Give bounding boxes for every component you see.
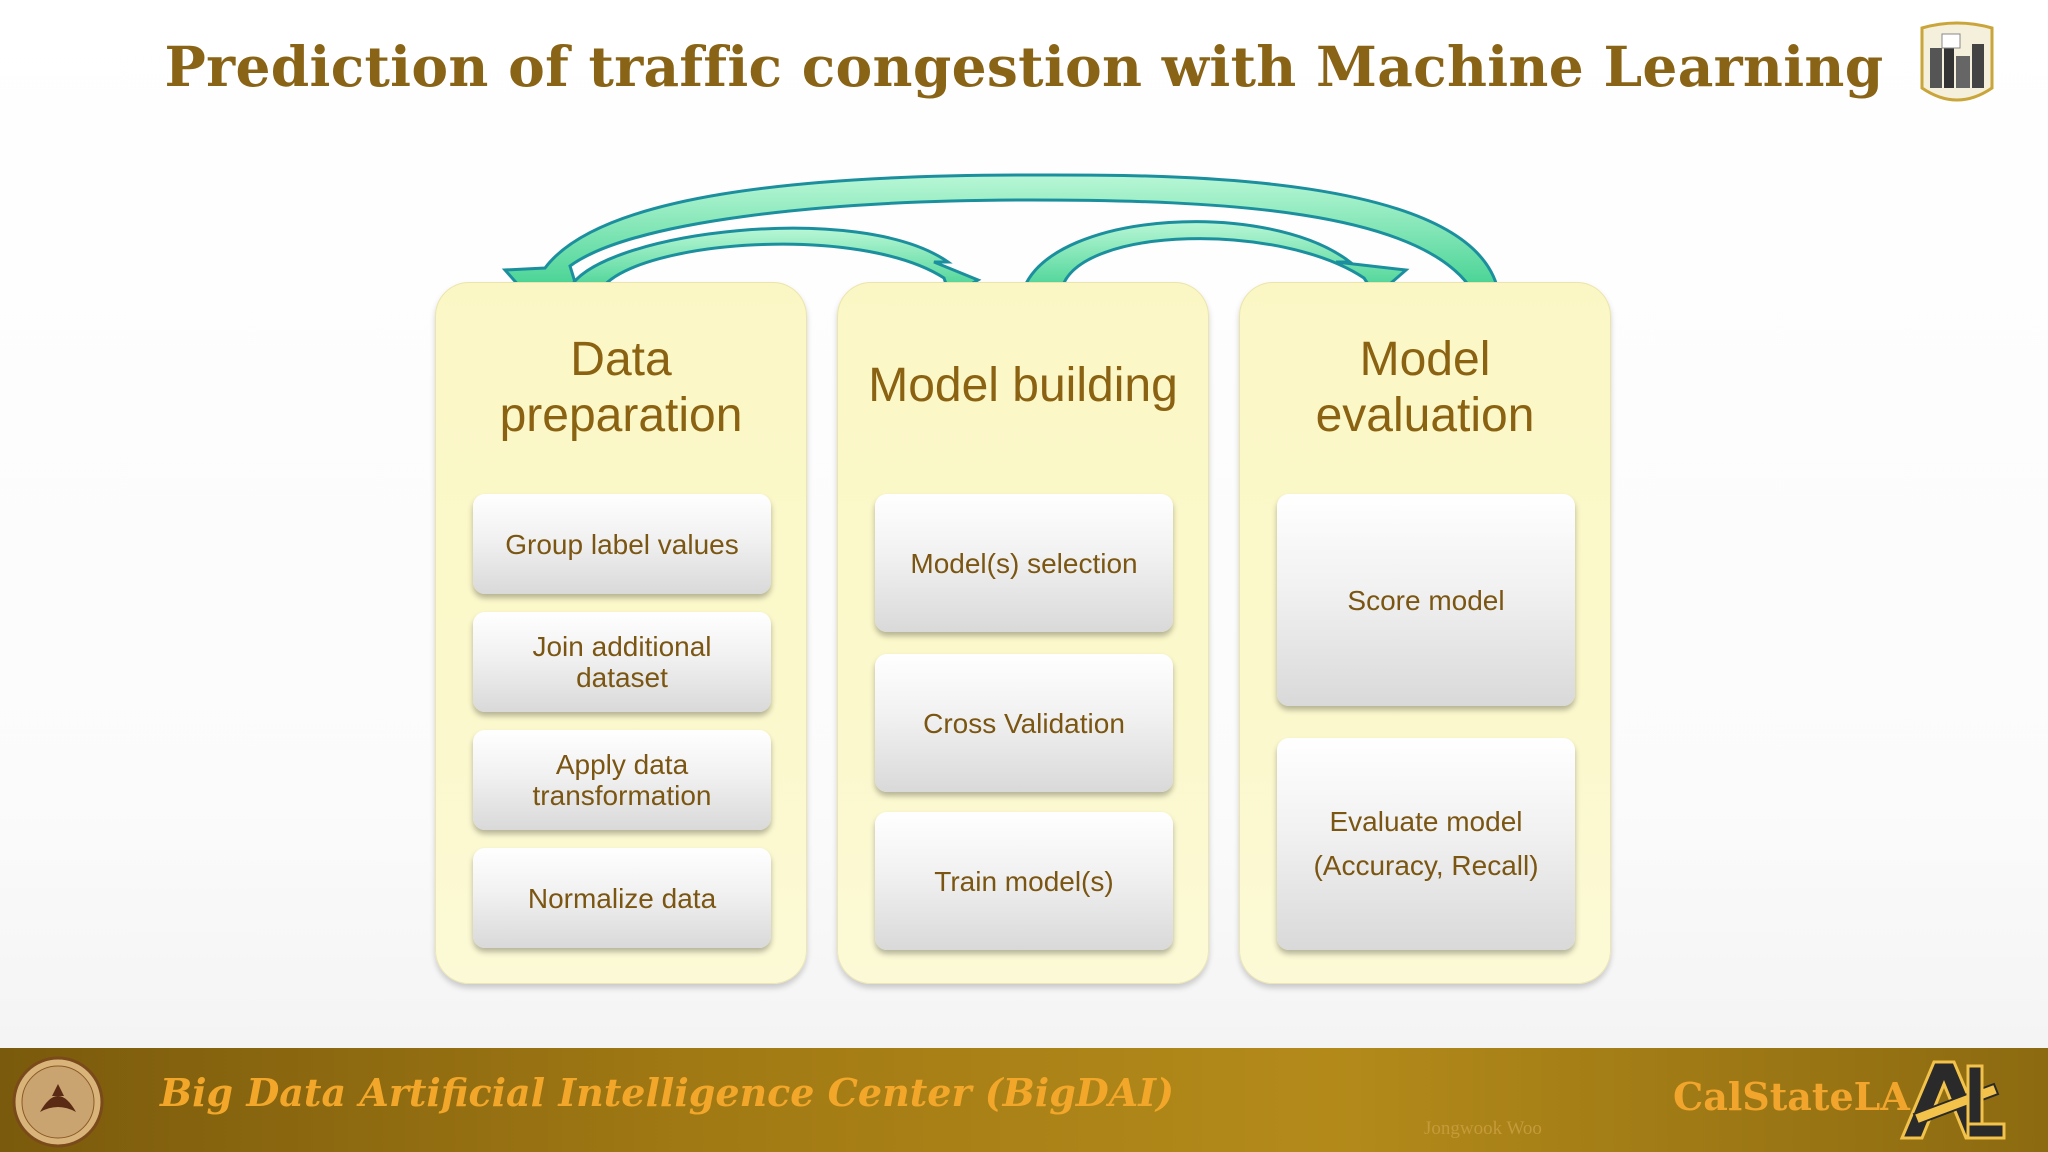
footer-brand: CalStateLA (1673, 1074, 1910, 1119)
footer-author: Jongwook Woo (1424, 1118, 1542, 1139)
column-title-line: evaluation (1315, 389, 1535, 442)
footer-band: Big Data Artificial Intelligence Center … (0, 1048, 2048, 1152)
step-box-normalize-data: Normalize data (473, 848, 771, 948)
calstatela-building-logo-icon (1920, 21, 1994, 102)
step-label: dataset (576, 662, 668, 693)
step-box-model-selection: Model(s) selection (875, 494, 1173, 632)
step-label: Apply data (555, 749, 689, 780)
step-label: Train model(s) (934, 865, 1114, 897)
step-label: Normalize data (527, 882, 717, 914)
column-title-line: preparation (499, 389, 743, 442)
column-title-line: Model (1359, 333, 1491, 386)
column-title: Model evaluation (1239, 332, 1611, 444)
step-label: Join additional (532, 631, 712, 662)
column-model-evaluation: Model evaluation Score model Evaluate mo… (1239, 282, 1611, 984)
step-label: transformation (532, 780, 712, 811)
step-label: Group label values (505, 528, 739, 560)
step-box-apply-data-transformation: Apply data transformation (473, 730, 771, 830)
step-box-cross-validation: Cross Validation (875, 654, 1173, 792)
arrow-evaluation-to-preparation (501, 173, 1500, 298)
arrow-preparation-to-building (567, 226, 982, 299)
column-data-preparation: Data preparation Group label values Join… (435, 282, 807, 984)
step-label: (Accuracy, Recall) (1313, 850, 1539, 881)
column-title-line: Data (570, 333, 672, 386)
step-box-evaluate-model: Evaluate model (Accuracy, Recall) (1277, 738, 1575, 950)
step-label: Evaluate model (1329, 806, 1523, 837)
slide-title: Prediction of traffic congestion with Ma… (164, 34, 1884, 99)
step-label: Score model (1347, 584, 1505, 616)
footer-center-name: Big Data Artificial Intelligence Center … (160, 1070, 1174, 1115)
step-label: Cross Validation (923, 707, 1125, 739)
column-model-building: Model building Model(s) selection Cross … (837, 282, 1209, 984)
bigdai-seal-icon (12, 1056, 104, 1148)
step-box-score-model: Score model (1277, 494, 1575, 706)
step-box-group-label-values: Group label values (473, 494, 771, 594)
column-title: Model building (837, 358, 1209, 414)
step-box-train-models: Train model(s) (875, 812, 1173, 950)
step-box-join-additional-dataset: Join additional dataset (473, 612, 771, 712)
column-title-line: Model building (868, 359, 1178, 412)
step-label: Model(s) selection (910, 547, 1138, 579)
calstate-la-logo-icon (1899, 1060, 2006, 1140)
column-title: Data preparation (435, 332, 807, 444)
